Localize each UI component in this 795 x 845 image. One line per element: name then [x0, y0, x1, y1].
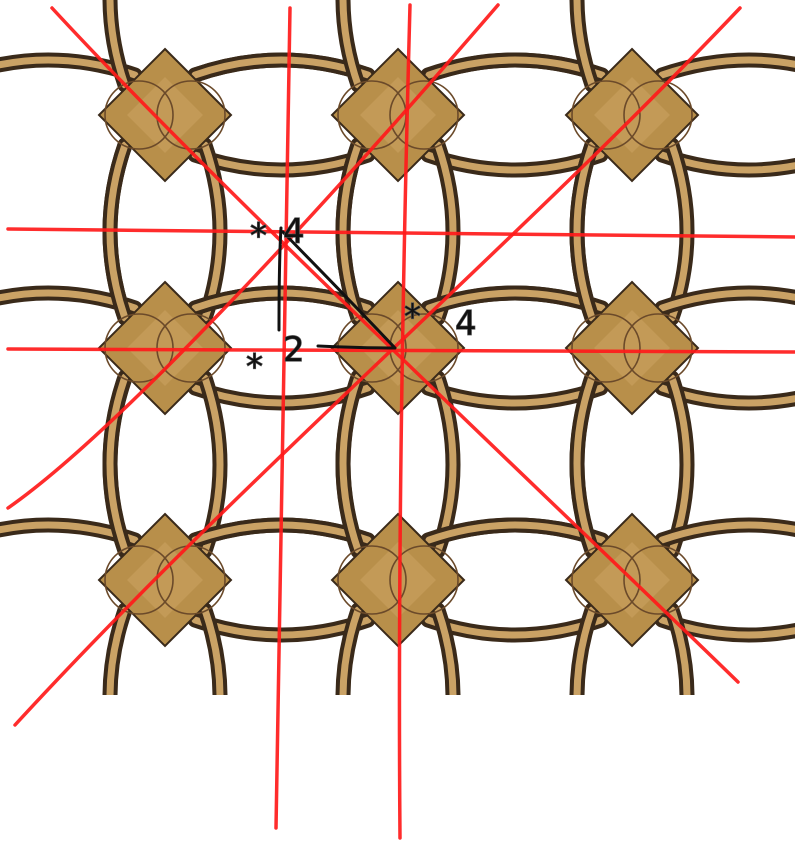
- mirror-line: [397, 3, 412, 840]
- mirror-line: [6, 3, 500, 510]
- interlace-bands: [0, 0, 795, 695]
- tile-highlight: [594, 77, 670, 153]
- tile-arc: [571, 80, 641, 150]
- tile-highlight: [360, 542, 436, 618]
- mirror-line: [274, 6, 292, 830]
- tile-arc: [623, 313, 693, 383]
- tile-arc: [104, 80, 174, 150]
- band-inner: [573, 0, 596, 89]
- tile-arc: [623, 545, 693, 615]
- tile-highlight: [127, 542, 203, 618]
- band-inner: [106, 0, 129, 89]
- fundamental-region-triangle: [277, 226, 397, 350]
- mirror-point-order-top: 4: [283, 212, 305, 252]
- mirror-point-order-left: 2: [283, 330, 305, 370]
- mirror-point-star-right: *: [404, 297, 421, 337]
- band-inner: [339, 606, 362, 695]
- tile-highlight: [360, 310, 436, 386]
- fundamental-region-outline: [277, 226, 397, 350]
- tile-arc: [156, 80, 226, 150]
- band-inner: [339, 373, 362, 554]
- tile-diamonds: [97, 47, 700, 648]
- band-inner: [658, 289, 795, 312]
- mirror-point-star-top: *: [250, 216, 267, 256]
- mirror-lines: [6, 3, 795, 840]
- tile-arc: [156, 545, 226, 615]
- tile-highlight: [594, 310, 670, 386]
- band-inner: [658, 521, 795, 544]
- tile-arc: [337, 545, 407, 615]
- band-inner: [106, 373, 129, 554]
- tile-arc: [104, 545, 174, 615]
- band-inner: [434, 606, 457, 695]
- band-inner: [668, 606, 691, 695]
- band-inner: [573, 373, 596, 554]
- mirror-line: [6, 227, 795, 239]
- mirror-line: [50, 6, 740, 684]
- band-inner: [201, 606, 224, 695]
- band-inner: [573, 606, 596, 695]
- tiling-pattern: [0, 0, 795, 695]
- tile-arc: [571, 545, 641, 615]
- band-inner: [339, 0, 362, 89]
- tile-arc: [389, 80, 459, 150]
- tile-arc: [389, 545, 459, 615]
- tile-arc: [571, 313, 641, 383]
- annotation-labels: * 4 * 4 * 2: [245, 211, 477, 387]
- mirror-line: [13, 6, 742, 727]
- mirror-point-star-left: *: [246, 347, 263, 387]
- tile-arc: [623, 80, 693, 150]
- band-inner: [106, 606, 129, 695]
- mirror-point-order-right: 4: [455, 304, 477, 344]
- tile-highlight: [127, 77, 203, 153]
